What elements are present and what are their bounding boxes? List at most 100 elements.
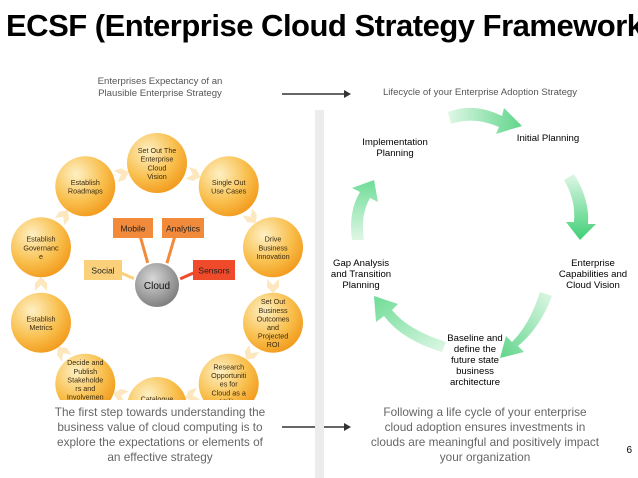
cycle-node-label: Enterprise bbox=[141, 155, 174, 164]
left-caption-line: Plausible Enterprise Strategy bbox=[98, 88, 222, 99]
cycle-connector-arrow bbox=[54, 210, 70, 226]
cycle-node-circle bbox=[243, 292, 304, 353]
left-footer: The first step towards understanding the… bbox=[30, 405, 290, 465]
right-caption: Lifecycle of your Enterprise Adoption St… bbox=[382, 87, 578, 98]
cycle-connector-arrow bbox=[113, 389, 129, 400]
cycle-node-circle bbox=[10, 292, 71, 353]
left-caption: Enterprises Expectancy of an Plausible E… bbox=[70, 76, 250, 100]
cloud-center: Cloud bbox=[135, 263, 179, 307]
left-footer-line: explore the expectations or elements of bbox=[57, 435, 263, 449]
cycle-node-label: Projected bbox=[258, 332, 288, 341]
cycle-connector-arrow bbox=[244, 344, 260, 360]
cycle-node-label: Cloud bbox=[148, 163, 167, 172]
cycle-node-label: Set Out bbox=[261, 297, 285, 306]
cycle-node-label: Business bbox=[258, 306, 288, 315]
stage-line: Cloud Vision bbox=[566, 280, 620, 291]
cloud-center-circle bbox=[135, 263, 179, 307]
cycle-node-circle bbox=[55, 353, 116, 400]
cycle-node-label: Set Out The bbox=[138, 146, 177, 155]
lifecycle-arrow-top bbox=[448, 107, 522, 134]
stage-line: business bbox=[456, 366, 494, 377]
cycle-node-label: Research bbox=[213, 363, 244, 372]
stage-enterprise-capabilities: Enterprise Capabilities and Cloud Vision bbox=[548, 258, 638, 291]
stage-line: Enterprise bbox=[571, 258, 615, 269]
stage-line: Planning bbox=[376, 148, 414, 159]
cycle-node-label: Involvemen bbox=[67, 393, 104, 400]
cycle-node-label: Roadmaps bbox=[68, 187, 103, 196]
right-footer: Following a life cycle of your enterpris… bbox=[345, 405, 625, 465]
lifecycle-arrow-bottom-right bbox=[500, 292, 552, 358]
cycle-node-label: Metrics bbox=[29, 323, 53, 332]
stage-line: Capabilities and bbox=[558, 269, 628, 280]
cycle-node-label: Decide and bbox=[67, 358, 103, 367]
stage-line: Planning bbox=[342, 280, 380, 291]
stage-baseline: Baseline and define the future state bus… bbox=[420, 333, 530, 388]
right-footer-line: your organization bbox=[439, 450, 531, 464]
stage-gap-analysis: Gap Analysis and Transition Planning bbox=[316, 258, 406, 291]
page-number: 6 bbox=[626, 445, 632, 456]
cycle-connector-arrow bbox=[185, 387, 201, 400]
cycle-node-circle bbox=[127, 133, 187, 193]
stage-line: future state bbox=[451, 355, 499, 366]
cycle-node-label: Use Cases bbox=[211, 187, 247, 196]
satellite-arrow bbox=[165, 234, 177, 264]
right-footer-line: clouds are meaningful and positively imp… bbox=[370, 435, 600, 449]
divider bbox=[315, 110, 324, 478]
cycle-node-label: and bbox=[267, 323, 279, 332]
cycle-node-label: Utility bbox=[220, 397, 238, 400]
stage-line: Gap Analysis bbox=[333, 258, 389, 269]
cycle-node-label: Opportuniti bbox=[211, 371, 247, 380]
cycle-node-label: Outcomes bbox=[257, 314, 290, 323]
cycle-connector-arrow bbox=[113, 168, 129, 183]
cycle-connector-arrow bbox=[185, 167, 201, 181]
cycle-node-label: Establish bbox=[26, 235, 55, 244]
satellite-box bbox=[162, 218, 204, 238]
left-caption-line: Enterprises Expectancy of an bbox=[97, 76, 223, 87]
cycle-node-circle bbox=[198, 353, 259, 400]
cycle-node-label: Innovation bbox=[256, 252, 289, 261]
cycle-node-label: Stakeholde bbox=[67, 375, 103, 384]
cycle-node-circle bbox=[198, 156, 259, 217]
bottom-right-arrow-icon bbox=[282, 423, 351, 431]
left-footer-line: The first step towards understanding the bbox=[54, 405, 266, 419]
cycle-connector-arrow bbox=[242, 208, 257, 224]
cycle-connector-arrow bbox=[57, 346, 72, 362]
cycle-node-label: rs and bbox=[75, 384, 95, 393]
satellite-box bbox=[193, 260, 235, 280]
cycle-node: Cataloguethe CloudEcosystem bbox=[127, 377, 187, 400]
stage-line: architecture bbox=[449, 377, 501, 388]
cycle-node-circle bbox=[10, 217, 71, 278]
satellite-label: Social bbox=[91, 266, 114, 276]
left-footer-line: an effective strategy bbox=[107, 450, 213, 464]
satellite-box bbox=[113, 218, 153, 238]
cycle-node-label: Publish bbox=[74, 367, 98, 376]
cycle-node-label: Catalogue bbox=[141, 394, 174, 400]
lifecycle-arrow-bottom-left bbox=[374, 296, 446, 352]
cycle-connector-arrow bbox=[34, 277, 47, 291]
cycle-node-label: Vision bbox=[147, 172, 166, 181]
cycle-node-label: Single Out bbox=[212, 178, 246, 187]
satellite-label: Mobile bbox=[120, 224, 145, 234]
stage-initial-planning: Initial Planning bbox=[488, 133, 608, 144]
cloud-center-label: Cloud bbox=[144, 281, 170, 292]
lifecycle-arrow-left bbox=[351, 180, 378, 240]
cycle-connector-arrow bbox=[267, 279, 280, 293]
stage-line: Implementation bbox=[362, 137, 428, 148]
right-footer-line: Following a life cycle of your enterpris… bbox=[383, 405, 587, 419]
satellite-label: Sensors bbox=[198, 266, 229, 276]
left-footer-line: business value of cloud computing is to bbox=[57, 420, 263, 434]
cycle-node-label: e bbox=[39, 252, 43, 261]
cycle-node-circle bbox=[55, 156, 116, 217]
right-footer-line: cloud adoption ensures investments in bbox=[384, 420, 586, 434]
cycle-node-label: Establish bbox=[26, 314, 55, 323]
lifecycle-diagram bbox=[351, 107, 596, 358]
cycle-node-label: es for bbox=[220, 380, 239, 389]
cycle-node-label: Business bbox=[258, 243, 288, 252]
